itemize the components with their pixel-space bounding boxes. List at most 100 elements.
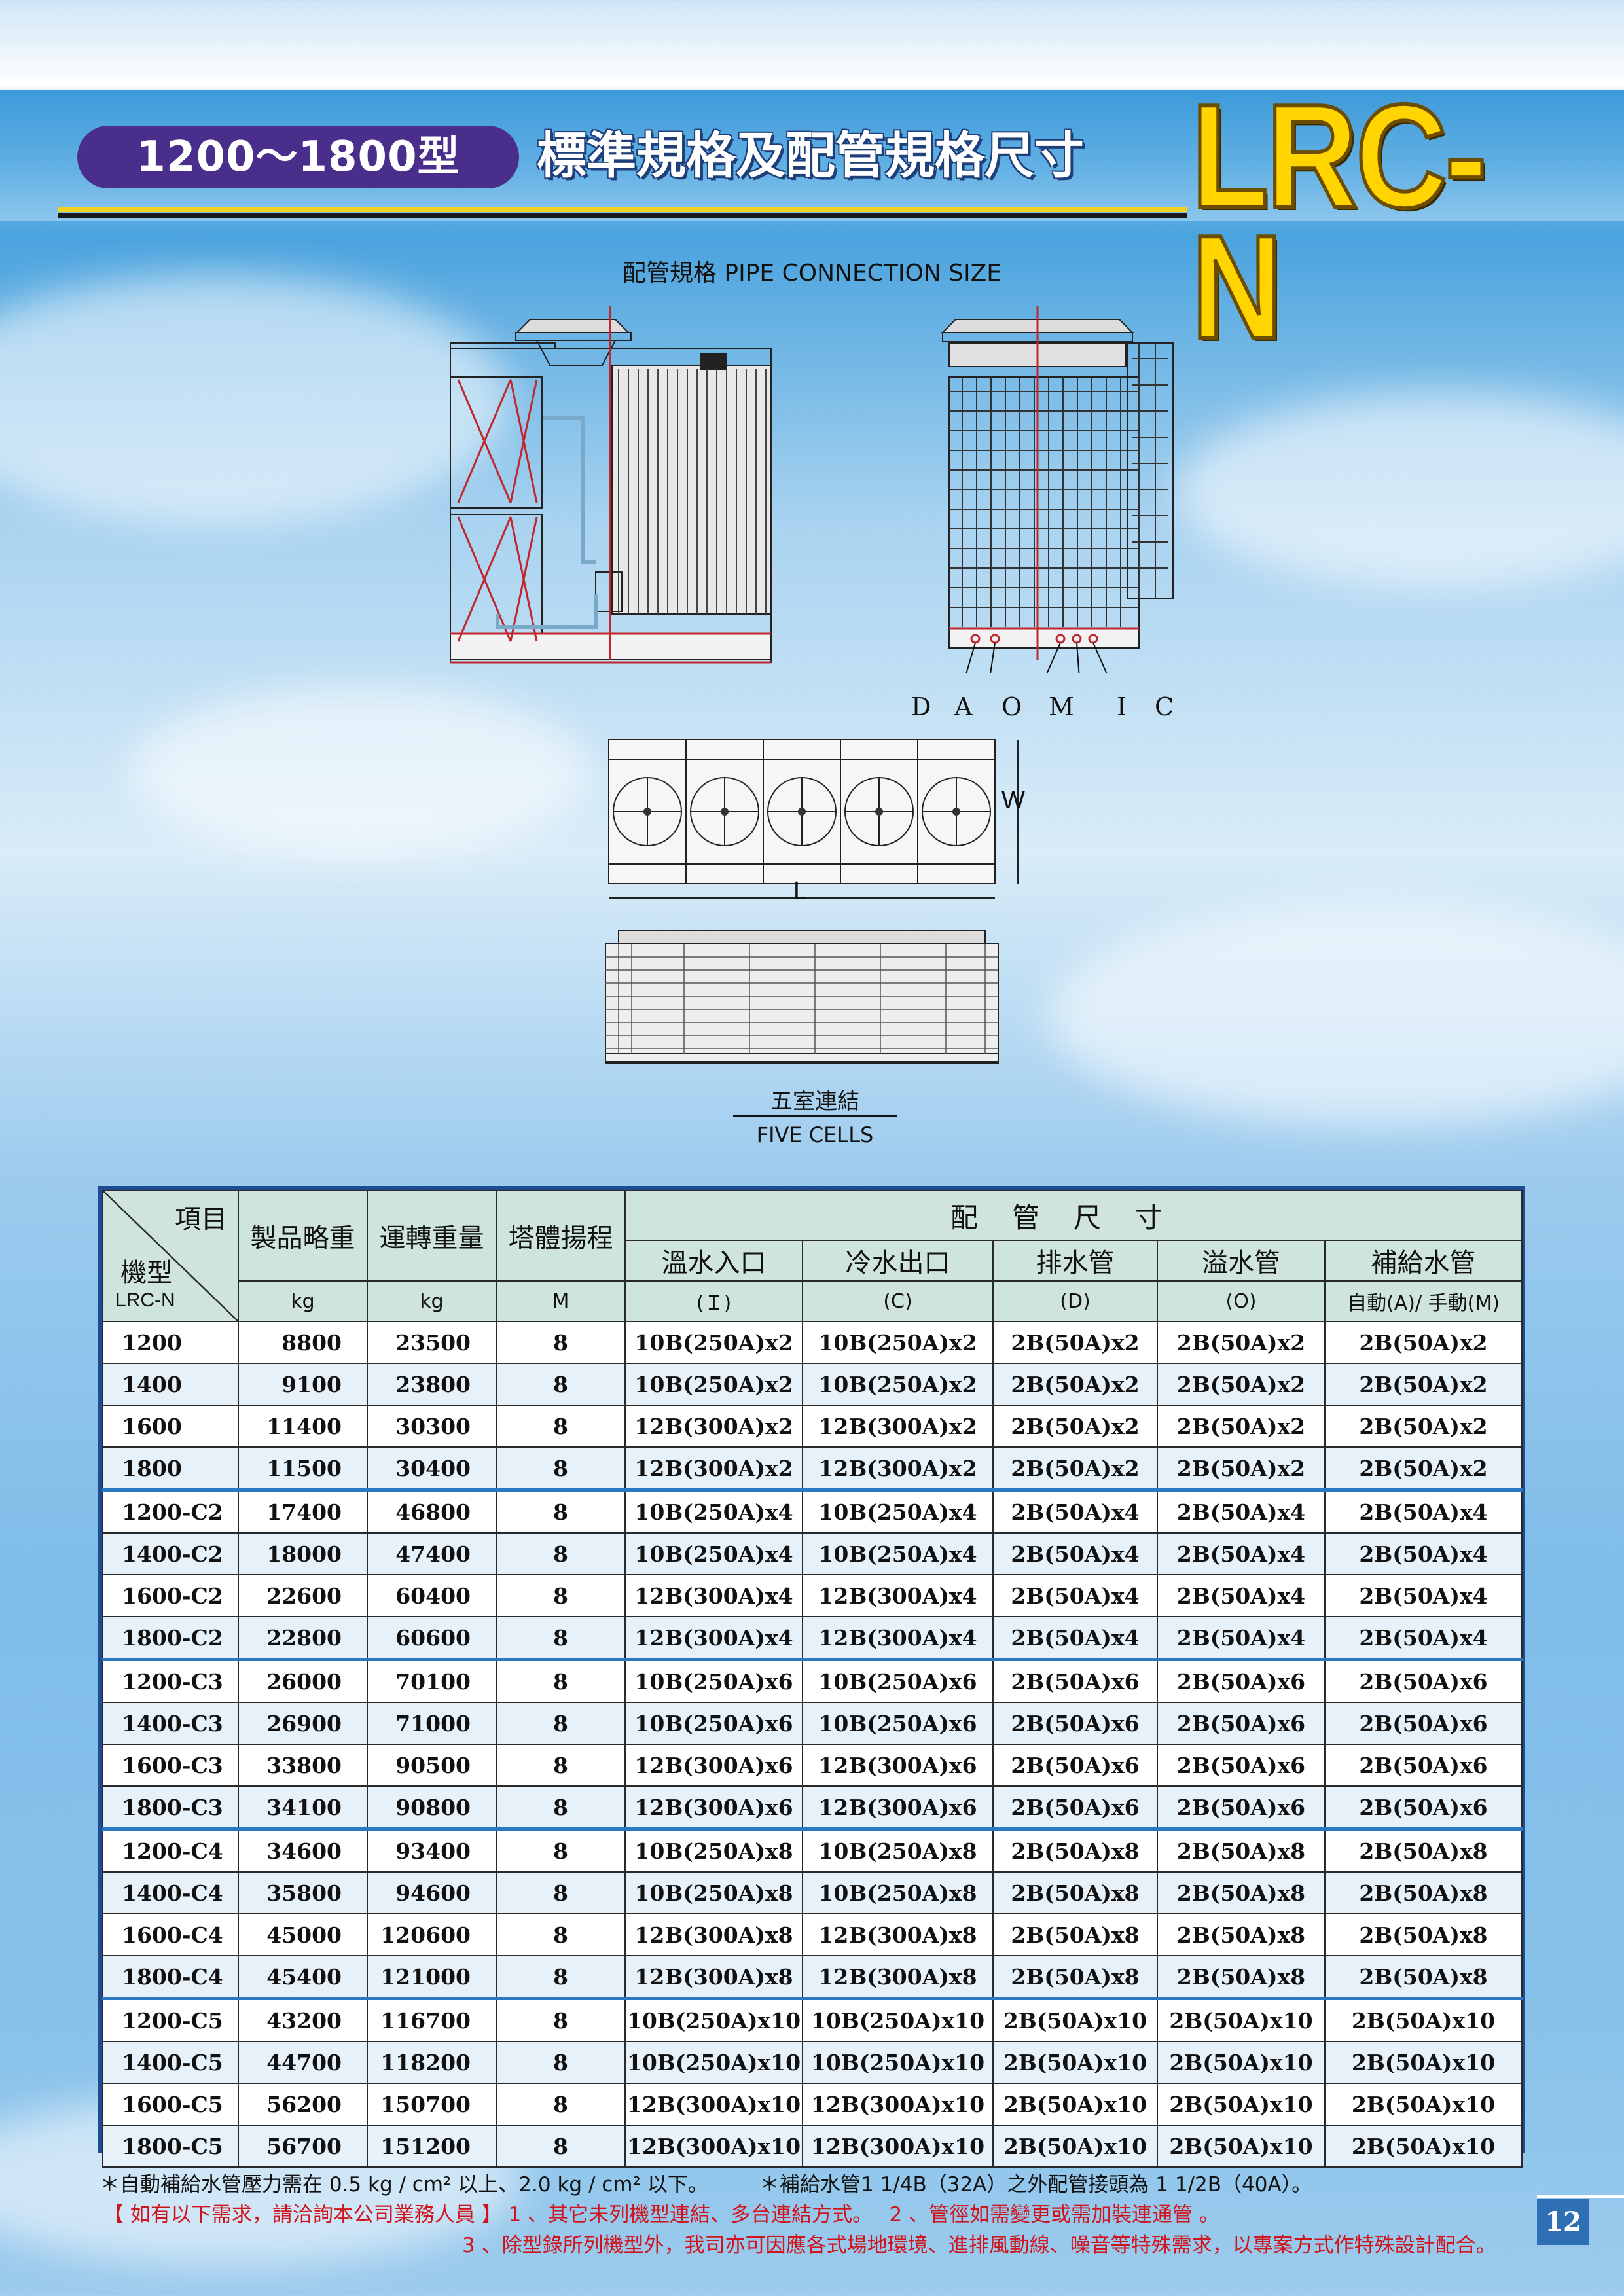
cell-weight: 34600	[238, 1827, 368, 1873]
cell-head: 8	[496, 1913, 626, 1956]
cell-overflow: 2B(50A)x2	[1157, 1321, 1326, 1364]
page-title: 標準規格及配管規格尺寸	[537, 126, 1084, 185]
cell-overflow: 2B(50A)x4	[1157, 1574, 1326, 1617]
cell-operating: 116700	[367, 1997, 497, 2042]
unit-drain: (D)	[992, 1280, 1158, 1322]
cell-cold-out: 10B(250A)x10	[802, 2041, 994, 2084]
cell-drain: 2B(50A)x6	[992, 1658, 1158, 1703]
series-badge: LRC-N	[1189, 73, 1489, 369]
cell-operating: 90800	[367, 1785, 497, 1830]
cell-operating: 151200	[367, 2125, 497, 2168]
cell-makeup: 2B(50A)x6	[1324, 1658, 1523, 1703]
cell-drain: 2B(50A)x4	[992, 1488, 1158, 1534]
cell-makeup: 2B(50A)x8	[1324, 1913, 1523, 1956]
cell-cold-out: 12B(300A)x4	[802, 1574, 994, 1617]
cell-drain: 2B(50A)x10	[992, 2083, 1158, 2126]
cell-hot-in: 10B(250A)x8	[624, 1827, 803, 1873]
cell-makeup: 2B(50A)x8	[1324, 1955, 1523, 2000]
cell-operating: 30300	[367, 1405, 497, 1448]
col-overflow: 溢水管	[1157, 1240, 1326, 1282]
unit-weight: kg	[238, 1280, 368, 1322]
cell-overflow: 2B(50A)x10	[1157, 1997, 1326, 2042]
unit-makeup: 自動(A)/ 手動(M)	[1324, 1280, 1523, 1322]
cell-model: 1800-C5	[102, 2125, 239, 2168]
cell-model: 1200-C3	[102, 1658, 239, 1703]
col-head: 塔體揚程	[496, 1190, 626, 1282]
cell-operating: 71000	[367, 1702, 497, 1745]
cell-operating: 90500	[367, 1744, 497, 1787]
cell-makeup: 2B(50A)x2	[1324, 1321, 1523, 1364]
cell-weight: 9100	[238, 1363, 368, 1406]
page-number: 12	[1537, 2199, 1589, 2245]
cell-weight: 22800	[238, 1616, 368, 1660]
cell-weight: 45000	[238, 1913, 368, 1956]
cell-hot-in: 12B(300A)x2	[624, 1405, 803, 1448]
cell-weight: 17400	[238, 1488, 368, 1534]
cell-cold-out: 12B(300A)x2	[802, 1446, 994, 1491]
cell-hot-in: 10B(250A)x10	[624, 2041, 803, 2084]
cell-weight: 26000	[238, 1658, 368, 1703]
cell-head: 8	[496, 1363, 626, 1406]
connection-letter-d: D	[911, 692, 931, 721]
cell-hot-in: 12B(300A)x8	[624, 1955, 803, 2000]
cell-cold-out: 12B(300A)x2	[802, 1405, 994, 1448]
cell-cold-out: 12B(300A)x6	[802, 1744, 994, 1787]
cell-operating: 121000	[367, 1955, 497, 2000]
cell-overflow: 2B(50A)x4	[1157, 1616, 1326, 1660]
cell-head: 8	[496, 1532, 626, 1575]
cell-overflow: 2B(50A)x4	[1157, 1488, 1326, 1534]
spec-table: 項目 機型 LRC-N 製品略重 運轉重量 塔體揚程 配管尺寸 溫水入口 冷水出…	[98, 1186, 1525, 2168]
cell-hot-in: 12B(300A)x10	[624, 2083, 803, 2126]
cell-head: 8	[496, 1616, 626, 1660]
corner-model-label: 機型	[120, 1258, 173, 1288]
background-cloud	[0, 275, 511, 524]
cell-hot-in: 12B(300A)x8	[624, 1913, 803, 1956]
cell-cold-out: 12B(300A)x8	[802, 1955, 994, 2000]
col-weight: 製品略重	[238, 1190, 368, 1282]
cell-weight: 34100	[238, 1785, 368, 1830]
note-makeup-connector: ＊補給水管1 1/4B（32A）之外配管接頭為 1 1/2B（40A）。	[759, 2173, 1312, 2197]
unit-head: M	[496, 1280, 626, 1322]
cell-overflow: 2B(50A)x6	[1157, 1658, 1326, 1703]
cell-overflow: 2B(50A)x10	[1157, 2083, 1326, 2126]
side-view-drawing	[450, 306, 772, 664]
cell-weight: 26900	[238, 1702, 368, 1745]
cell-model: 1200-C4	[102, 1827, 239, 1873]
cell-weight: 44700	[238, 2041, 368, 2084]
cell-head: 8	[496, 1446, 626, 1491]
note-custom-design: 3 、除型錄所列機型外，我司亦可因應各式場地環境、進排風動線、噪音等特殊需求，以…	[462, 2234, 1496, 2257]
cell-drain: 2B(50A)x2	[992, 1405, 1158, 1448]
cell-makeup: 2B(50A)x2	[1324, 1446, 1523, 1491]
cell-operating: 70100	[367, 1658, 497, 1703]
caption-divider	[733, 1115, 897, 1117]
cell-operating: 60400	[367, 1574, 497, 1617]
connection-letter-m: M	[1049, 692, 1074, 721]
cell-cold-out: 10B(250A)x8	[802, 1871, 994, 1914]
cell-drain: 2B(50A)x4	[992, 1574, 1158, 1617]
cell-drain: 2B(50A)x10	[992, 2125, 1158, 2168]
cell-hot-in: 12B(300A)x2	[624, 1446, 803, 1491]
cell-cold-out: 10B(250A)x2	[802, 1363, 994, 1406]
cell-head: 8	[496, 1702, 626, 1745]
col-cold-water-outlet: 冷水出口	[802, 1240, 994, 1282]
cell-hot-in: 10B(250A)x4	[624, 1532, 803, 1575]
cell-drain: 2B(50A)x2	[992, 1321, 1158, 1364]
cell-hot-in: 12B(300A)x4	[624, 1616, 803, 1660]
cell-hot-in: 10B(250A)x10	[624, 1997, 803, 2042]
front-view-drawing	[941, 306, 1174, 673]
cell-cold-out: 12B(300A)x6	[802, 1785, 994, 1830]
cell-model: 1600	[102, 1405, 239, 1448]
cell-overflow: 2B(50A)x6	[1157, 1785, 1326, 1830]
corner-diagonal	[103, 1191, 238, 1321]
connection-letter-i: I	[1117, 692, 1127, 721]
cell-weight: 18000	[238, 1532, 368, 1575]
cell-head: 8	[496, 1321, 626, 1364]
cell-drain: 2B(50A)x10	[992, 2041, 1158, 2084]
cell-makeup: 2B(50A)x6	[1324, 1702, 1523, 1745]
